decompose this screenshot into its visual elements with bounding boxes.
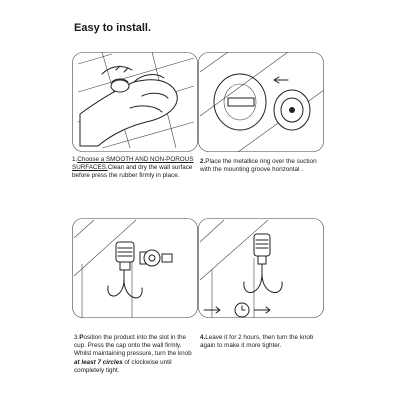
hook-on-suction-cup-icon xyxy=(72,218,198,318)
step-1-caption: 1.Choose a SMOOTH AND NON-POROUS SURFACE… xyxy=(72,156,194,181)
step-2-caption: 2.Place the metallice ring over the suct… xyxy=(200,158,326,174)
ring-and-suction-cup-icon xyxy=(198,51,325,153)
hook-with-clock-icon xyxy=(198,218,324,318)
step-4-illustration xyxy=(198,218,324,318)
step-3-text-a: osition the product into the slot in the… xyxy=(74,334,192,358)
step-1-underlined: Choose a SMOOTH AND NON-POROUS SURFACES. xyxy=(72,156,194,172)
step-4-number: 4. xyxy=(200,334,206,341)
step-3-emphasis: at least 7 circles xyxy=(74,358,123,366)
step-3-caption: 3.Position the product into the slot in … xyxy=(74,334,198,375)
step-1-illustration xyxy=(72,51,198,152)
step-4-text: Leave it for 2 hours, then turn the knob… xyxy=(200,334,314,350)
step-2-number: 2. xyxy=(200,158,206,165)
step-3-text-b: of clockwise until completely tight. xyxy=(74,358,172,374)
step-4-caption: 4.Leave it for 2 hours, then turn the kn… xyxy=(200,334,326,350)
step-1-number: 1. xyxy=(72,156,78,163)
step-2-illustration xyxy=(198,51,325,153)
page-title: Easy to install. xyxy=(74,22,152,34)
step-1-text: Clean and dry the wall surface before pr… xyxy=(72,164,193,180)
step-3-number: 3. xyxy=(74,334,80,341)
step-3-illustration xyxy=(72,218,198,318)
step-3-bold-start: P xyxy=(79,334,84,341)
step-2-text: Place the metallice ring over the suctio… xyxy=(200,158,317,174)
hand-wiping-wall-icon xyxy=(72,51,198,152)
